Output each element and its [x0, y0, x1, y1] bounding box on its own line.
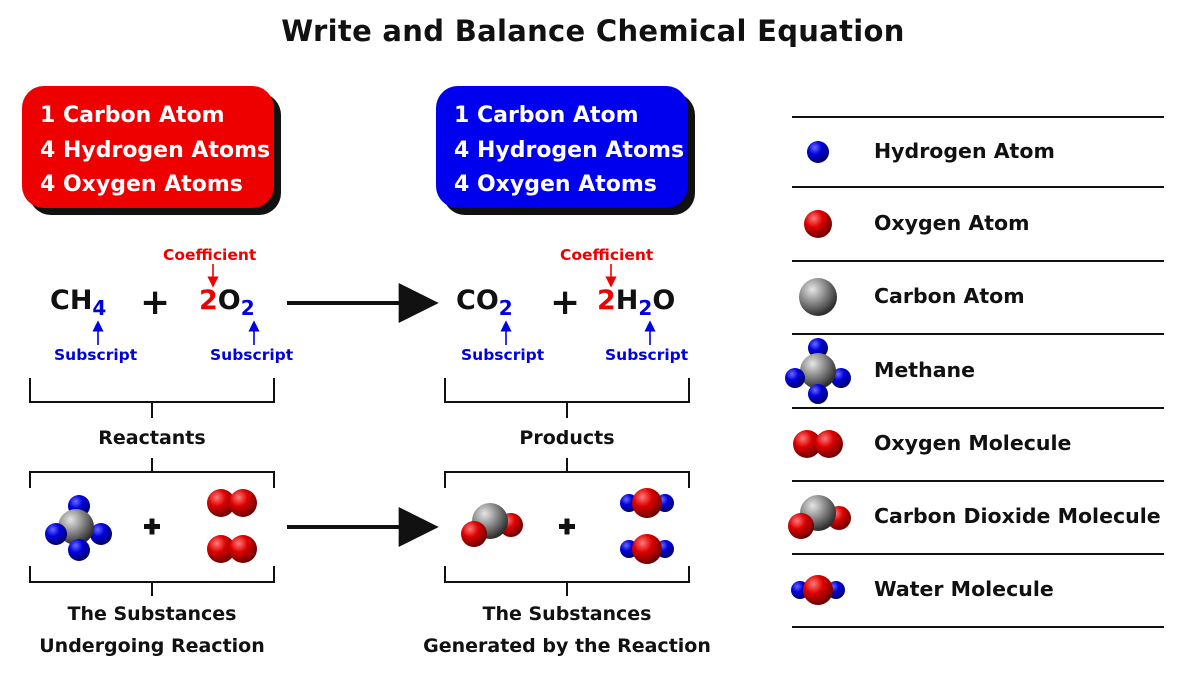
- subscript-digit: 2: [240, 296, 255, 320]
- legend-label-carbon-dioxide: Carbon Dioxide Molecule: [874, 504, 1161, 528]
- products-bracket-top: [444, 378, 690, 418]
- atom-count-line: 4 Oxygen Atoms: [40, 172, 243, 197]
- legend-label-hydrogen-atom: Hydrogen Atom: [874, 139, 1055, 163]
- plus-sign: +: [140, 282, 171, 323]
- products-label: Products: [519, 427, 615, 449]
- subscript-label-co2: Subscript: [461, 346, 545, 364]
- atom-count-line: 4 Hydrogen Atoms: [454, 137, 685, 163]
- legend-label-methane: Methane: [874, 358, 976, 382]
- products-bracket-middle: [444, 458, 690, 488]
- water-molecule-icon: [791, 575, 845, 605]
- reactants-caption: The Substances Undergoing Reaction: [39, 603, 265, 657]
- coefficient-digit: 2: [597, 285, 616, 316]
- legend-label-water-molecule: Water Molecule: [874, 577, 1054, 601]
- legend-label-oxygen-atom: Oxygen Atom: [874, 211, 1030, 235]
- subscript-label-oxygen: Subscript: [210, 346, 294, 364]
- formula-oxygen: 2O2: [199, 285, 255, 320]
- atom-count-line: 1 Carbon Atom: [454, 103, 639, 128]
- oxygen-molecule: [207, 489, 257, 517]
- carbon-atom-icon: [799, 278, 837, 316]
- products-caption: The Substances Generated by the Reaction: [423, 603, 711, 657]
- formula-methane: CH4: [50, 285, 107, 320]
- methane-molecule: [45, 495, 112, 561]
- legend-dividers: [792, 116, 1164, 628]
- products-bracket-bottom: [444, 566, 690, 596]
- water-molecule: [620, 534, 674, 564]
- carbon-dioxide-molecule: [461, 503, 523, 547]
- legend-label-carbon-atom: Carbon Atom: [874, 284, 1025, 308]
- subscript-digit: 2: [498, 296, 513, 320]
- formula-carbon-dioxide: CO2: [456, 285, 513, 320]
- subscript-digit: 4: [92, 296, 107, 320]
- oxygen-atom-icon: [804, 210, 832, 238]
- coefficient-digit: 2: [199, 285, 218, 316]
- methane-icon: [785, 338, 851, 404]
- subscript-digit: 2: [638, 296, 653, 320]
- reactants-bracket-middle: [29, 458, 275, 488]
- legend-label-oxygen-molecule: Oxygen Molecule: [874, 431, 1072, 455]
- product-atom-count-box: 1 Carbon Atom 4 Hydrogen Atoms 4 Oxygen …: [436, 86, 688, 208]
- hydrogen-atom-icon: [807, 141, 829, 163]
- oxygen-molecule-icon: [793, 430, 843, 458]
- reactants-bracket-bottom: [29, 566, 275, 596]
- reactants-bracket-top: [29, 378, 275, 418]
- oxygen-molecule: [207, 535, 257, 563]
- subscript-label-methane: Subscript: [54, 346, 138, 364]
- page-title: Write and Balance Chemical Equation: [281, 14, 905, 48]
- carbon-dioxide-icon: [788, 495, 851, 539]
- atom-count-line: 1 Carbon Atom: [40, 103, 225, 128]
- coefficient-label-water: Coefficient: [560, 246, 654, 264]
- atom-count-line: 4 Hydrogen Atoms: [40, 137, 271, 163]
- subscript-label-water: Subscript: [605, 346, 689, 364]
- coefficient-label-oxygen: Coefficient: [163, 246, 257, 264]
- reactant-atom-count-box: 1 Carbon Atom 4 Hydrogen Atoms 4 Oxygen …: [22, 86, 274, 208]
- plus-sign: +: [550, 282, 581, 323]
- reactants-label: Reactants: [98, 427, 206, 449]
- atom-count-line: 4 Oxygen Atoms: [454, 172, 657, 197]
- formula-water: 2H2O: [597, 285, 676, 320]
- water-molecule: [620, 488, 674, 518]
